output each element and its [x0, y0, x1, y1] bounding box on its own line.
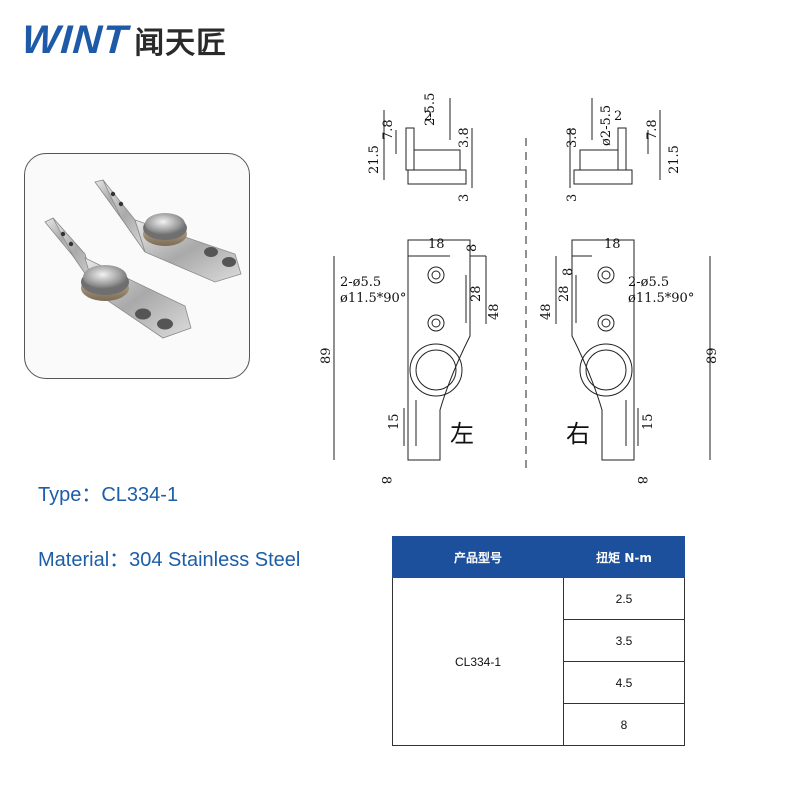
dim-left-7-8: 7.8: [381, 119, 396, 140]
dim-left-hole-count: 2-ø5.5: [340, 275, 381, 290]
table-row: 8: [393, 703, 685, 746]
right-hole-bottom: [597, 314, 615, 332]
left-side-body: [413, 149, 461, 171]
brand-cn-name: 闻天匠: [134, 26, 228, 61]
dim-left-28: 28: [469, 285, 484, 302]
left-hole-bottom: [427, 314, 445, 332]
dim-right-7-8: 7.8: [645, 119, 660, 140]
header-model: 产品型号: [392, 536, 564, 578]
left-side-base: [407, 169, 467, 185]
dim-left-2: 2: [424, 109, 432, 124]
dim-left-18: 18: [428, 237, 445, 252]
dim-right-hole-spec: ø2-5.5: [599, 105, 614, 146]
product-photo: [24, 153, 250, 379]
dim-right-hole-count: 2-ø5.5: [628, 275, 669, 290]
dim-right-21-5: 21.5: [667, 145, 682, 174]
dim-left-89: 89: [320, 347, 334, 364]
dim-left-bottom-8: 8: [378, 476, 393, 484]
dim-right-3-8: 3.8: [565, 127, 580, 148]
dim-left-countersink: ø11.5*90°: [340, 291, 406, 306]
dim-left-21-5: 21.5: [367, 145, 382, 174]
dim-right-bottom-8: 8: [634, 476, 649, 484]
torque-cell: 4.5: [563, 661, 685, 704]
dim-right-3: 3: [565, 194, 580, 202]
model-cell: CL334-1: [392, 577, 564, 746]
torque-cell: 2.5: [563, 577, 685, 620]
brand-name: WINT: [20, 17, 130, 62]
left-side-label: 左: [450, 420, 474, 448]
right-pivot-ring: [579, 343, 633, 397]
dim-left-48: 48: [487, 303, 502, 320]
dim-right-48: 48: [539, 303, 554, 320]
product-type: Type：CL334-1: [38, 484, 179, 506]
right-hole-top: [597, 266, 615, 284]
left-side-plate: [405, 127, 415, 171]
hinge-illustration: [44, 179, 242, 339]
torque-cell: 8: [563, 703, 685, 746]
right-side-body: [579, 149, 619, 171]
torque-cell: 3.5: [563, 619, 685, 662]
dim-right-18: 18: [604, 237, 621, 252]
left-hole-top: [427, 266, 445, 284]
dim-right-countersink: ø11.5*90°: [628, 291, 694, 306]
torque-table: 产品型号 扭矩 N-m CL334-1 2.5 3.5 4.5 8: [392, 536, 685, 746]
left-pivot-ring: [409, 343, 463, 397]
right-side-base: [573, 169, 633, 185]
left-front-outline: [407, 239, 471, 461]
header-torque: 扭矩 N-m: [563, 536, 685, 578]
dim-right-8: 8: [561, 268, 576, 276]
dim-left-15: 15: [387, 413, 402, 430]
product-material: Material：304 Stainless Steel: [38, 549, 301, 571]
dim-right-2: 2: [614, 109, 622, 124]
technical-drawing: 2-5.5 2 7.8 3.8 21.5 3 18 8 2-ø5.5 ø11.5…: [320, 93, 720, 485]
dim-left-3-8: 3.8: [457, 127, 472, 148]
table-row: 4.5: [393, 661, 685, 704]
brand-logo: WINT 闻天匠: [20, 17, 228, 62]
right-side-plate: [617, 127, 627, 171]
dim-left-3: 3: [457, 194, 472, 202]
dim-right-28: 28: [557, 285, 572, 302]
dim-left-8: 8: [465, 244, 480, 252]
dim-right-15: 15: [641, 413, 656, 430]
table-header-row: 产品型号 扭矩 N-m: [392, 536, 685, 578]
table-row: CL334-1 2.5: [392, 577, 685, 746]
right-side-label: 右: [566, 420, 590, 448]
dim-right-89: 89: [705, 347, 720, 364]
dim-left-hole-spec: 2-5.5: [423, 93, 438, 126]
